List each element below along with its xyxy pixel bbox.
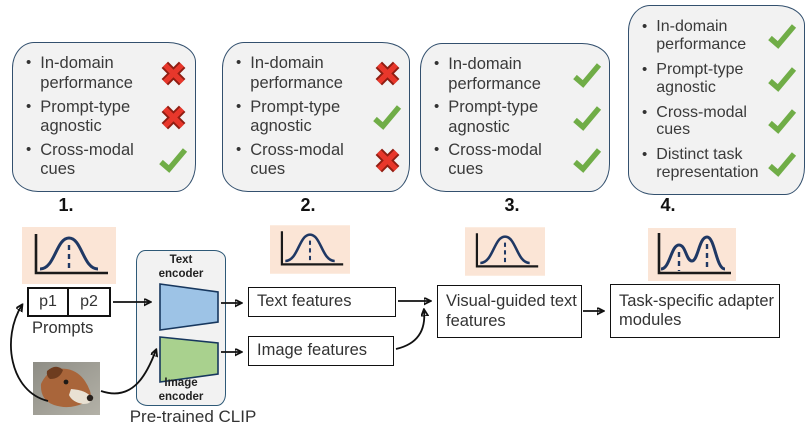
bullet: •	[434, 141, 440, 159]
checklist-item-label: Cross-modal cues	[250, 140, 344, 179]
cloud-box-1: • In-domain performance • Prompt-type ag…	[12, 42, 196, 192]
checklist-item-label: In-domain performance	[40, 54, 133, 92]
checklist-item: • Prompt-type agnostic	[23, 98, 189, 137]
checklist-item-label: In-domain performance	[656, 18, 747, 54]
check-icon	[159, 148, 188, 174]
status-mark	[571, 105, 603, 131]
checklist-item-label: Prompt-type agnostic	[656, 61, 744, 96]
checklist-item-label: Prompt-type agnostic	[448, 98, 539, 136]
status-mark	[766, 23, 798, 49]
text-encoder-shape	[159, 283, 219, 331]
bullet: •	[26, 140, 32, 158]
stage-number-4: 4.	[660, 195, 676, 215]
checklist-item-label: Prompt-type agnostic	[250, 97, 341, 135]
check-icon	[768, 66, 797, 92]
dog-photo	[33, 362, 100, 415]
checklist-item: • Prompt-type agnostic	[639, 61, 798, 96]
image-encoder-shape	[159, 336, 219, 383]
checklist-item: • In-domain performance	[431, 55, 603, 94]
arrow-image-features-to-junction	[395, 310, 424, 350]
checklist-item: • Distinct task representation	[639, 146, 798, 181]
checklist-item: • Prompt-type agnostic	[431, 98, 603, 137]
status-mark	[766, 151, 798, 177]
check-icon	[573, 148, 602, 174]
status-mark	[371, 60, 403, 87]
check-icon	[768, 152, 797, 177]
bullet: •	[26, 97, 32, 115]
distribution-icon-unimodal-3	[465, 227, 545, 276]
cloud-box-4: • In-domain performance • Prompt-type ag…	[628, 5, 805, 195]
bullet: •	[642, 61, 648, 79]
cloud-box-3: • In-domain performance • Prompt-type ag…	[420, 43, 610, 192]
status-mark	[371, 104, 403, 130]
bullet: •	[236, 140, 242, 158]
status-mark	[571, 62, 603, 88]
check-icon	[768, 109, 797, 135]
checklist-item: • In-domain performance	[23, 54, 189, 93]
checklist-item-label: Cross-modal cues	[448, 141, 542, 179]
prompt-box-p1: p1	[27, 287, 69, 317]
cross-icon	[161, 105, 185, 129]
checklist-item: • Cross-modal cues	[23, 141, 189, 180]
cross-icon	[375, 148, 399, 173]
clip-caption: Pre-trained CLIP	[129, 407, 257, 426]
text-features-box: Text features	[248, 287, 396, 317]
check-icon	[573, 62, 602, 88]
checklist-item: • In-domain performance	[233, 54, 403, 93]
status-mark	[766, 66, 798, 92]
image-encoder-label: Image encoder	[158, 377, 204, 403]
checklist-item: • Cross-modal cues	[431, 141, 603, 180]
task-specific-box: Task-specific adapter modules	[610, 284, 780, 338]
check-icon	[573, 105, 602, 131]
stage-number-3: 3.	[504, 195, 520, 215]
prompt-box-p2: p2	[67, 287, 111, 317]
stage-number-2: 2.	[300, 195, 316, 215]
cloud-box-2: • In-domain performance • Prompt-type ag…	[222, 42, 410, 192]
checklist-item-label: Cross-modal cues	[656, 103, 747, 139]
bullet: •	[26, 54, 32, 72]
bullet: •	[236, 97, 242, 115]
bullet: •	[434, 98, 440, 116]
check-icon	[768, 24, 797, 49]
checklist-item-label: Distinct task representation	[656, 146, 759, 181]
checklist-item-label: In-domain performance	[250, 54, 343, 92]
cross-icon	[161, 61, 185, 86]
bullet: •	[236, 54, 242, 72]
distribution-icon-unimodal-1	[22, 227, 116, 284]
stage-number-1: 1.	[58, 195, 74, 215]
bullet: •	[642, 146, 648, 164]
prompts-label: Prompts	[32, 319, 94, 337]
status-mark	[571, 147, 603, 174]
distribution-icon-unimodal-2	[270, 225, 350, 274]
status-mark	[371, 147, 403, 174]
check-icon	[373, 105, 402, 130]
image-features-box: Image features	[248, 336, 394, 366]
checklist-item: • In-domain performance	[639, 18, 798, 53]
checklist-item: • Cross-modal cues	[233, 141, 403, 180]
distribution-icon-bimodal-4	[648, 228, 736, 281]
bullet: •	[642, 103, 648, 121]
cross-icon	[375, 61, 399, 86]
visual-guided-box: Visual-guided text features	[437, 285, 582, 338]
checklist-item: • Prompt-type agnostic	[233, 98, 403, 137]
bullet: •	[642, 18, 648, 36]
status-mark	[157, 147, 189, 174]
bullet: •	[434, 55, 440, 73]
checklist-item: • Cross-modal cues	[639, 104, 798, 139]
text-encoder-label: Text encoder	[158, 254, 204, 280]
status-mark	[157, 60, 189, 87]
checklist-item-label: Prompt-type agnostic	[40, 97, 131, 135]
checklist-item-label: In-domain performance	[448, 55, 541, 93]
status-mark	[766, 108, 798, 135]
status-mark	[157, 104, 189, 131]
checklist-item-label: Cross-modal cues	[40, 140, 134, 179]
